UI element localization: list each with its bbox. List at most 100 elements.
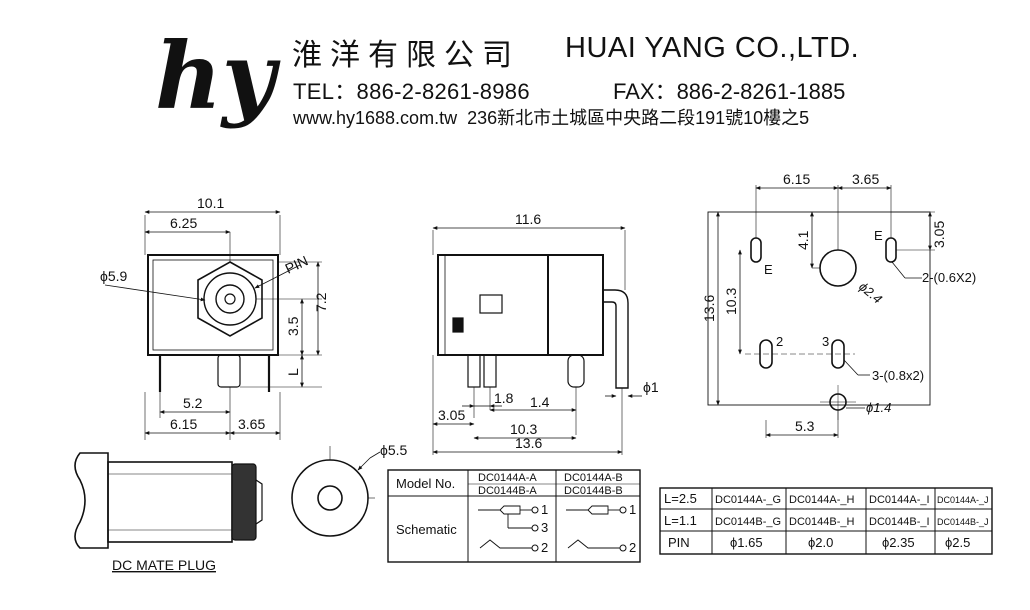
model-b-top: DC0144A-B <box>564 472 623 484</box>
model-a-bottom: DC0144B-A <box>478 485 537 497</box>
website-address: www.hy1688.com.tw 236新北市土城區中央路二段191號10樓之… <box>293 108 810 128</box>
pin-table-cell: ϕ1.65 <box>730 535 763 550</box>
front-dim-height: 7.2 <box>313 292 329 312</box>
pin-table-border <box>659 487 993 555</box>
pcb-dim-bottom-span: 5.3 <box>795 418 815 434</box>
model-a-top: DC0144A-A <box>478 472 537 484</box>
side-pin-c <box>567 354 585 388</box>
pin-table-cell: ϕ2.5 <box>945 535 970 550</box>
front-label-pin: PIN <box>283 252 311 276</box>
side-dim-span: 10.3 <box>510 421 537 437</box>
schematic-b-pin-2: 2 <box>629 540 636 555</box>
side-dim-overall-length: 11.6 <box>515 211 541 227</box>
side-view <box>432 226 642 455</box>
front-body-inner <box>152 259 274 351</box>
plug-cap <box>74 452 109 549</box>
front-pin-center <box>217 354 241 388</box>
plug-face-outer <box>291 459 369 537</box>
side-marker <box>452 317 464 333</box>
company-logo: hy <box>155 22 281 130</box>
side-dim-front-offset: 3.05 <box>438 407 465 423</box>
pcb-slot-E-right <box>885 237 897 263</box>
pin-table-cell: DC0144B-_H <box>789 516 854 528</box>
pcb-center-hole <box>819 249 857 287</box>
pcb-dim-left-outer: 13.6 <box>701 295 717 322</box>
side-dim-pin-gap: 1.4 <box>530 394 550 410</box>
pin-table-cells: L=2.5 DC0144A-_G DC0144A-_H DC0144A-_I D… <box>664 491 989 550</box>
pcb-dim-top-b: 3.65 <box>852 171 879 187</box>
schematic-b-pin-1: 1 <box>629 502 636 517</box>
pcb-label-E-right: E <box>874 228 883 243</box>
header: 淮洋有限公司 HUAI YANG CO.,LTD. TEL：886-2-8261… <box>0 0 1030 135</box>
side-body-left <box>437 254 549 356</box>
front-view-labels: 10.1 6.25 ϕ5.9 PIN 7.2 3.5 L 5.2 6.15 3.… <box>100 195 329 432</box>
side-pin-b <box>483 354 497 388</box>
pcb-dim-hole-offset: 4.1 <box>795 230 811 250</box>
telephone: TEL：886-2-8261-8986 <box>293 79 530 104</box>
company-name-chinese: 淮洋有限公司 <box>292 38 520 73</box>
pcb-pin-label-2: 2 <box>776 334 783 349</box>
pin-table-cell: DC0144A-_J <box>937 495 989 505</box>
pcb-slot-note-bottom: 3-(0.8x2) <box>872 368 924 383</box>
side-dim-pin-dia: ϕ1 <box>643 379 659 395</box>
front-center-pin <box>224 293 236 305</box>
model-b-bottom: DC0144B-B <box>564 485 623 497</box>
front-nut <box>197 261 263 337</box>
pin-table-cell: DC0144A-_I <box>869 494 930 506</box>
side-latch <box>479 294 503 314</box>
mate-plug-outer-dia: ϕ5.5 <box>380 442 408 458</box>
side-body-right <box>547 254 604 356</box>
plug-knurl <box>231 463 257 541</box>
plug-face-inner <box>317 485 343 511</box>
company-name-english: HUAI YANG CO.,LTD. <box>565 32 860 64</box>
schematic-a-pin-3: 3 <box>541 520 548 535</box>
pin-table-cell: L=2.5 <box>664 491 697 506</box>
pcb-dim-top-a: 6.15 <box>783 171 810 187</box>
pcb-dim-left-inner: 10.3 <box>723 288 739 315</box>
model-table-border <box>387 469 641 563</box>
model-table-row-label: Schematic <box>396 522 457 537</box>
pcb-outline <box>707 211 931 406</box>
front-body-outline <box>147 254 279 356</box>
front-dim-top-offset: 6.25 <box>170 215 197 231</box>
pin-table-cell: DC0144A-_H <box>789 494 854 506</box>
pin-table-cell: ϕ2.35 <box>882 535 915 550</box>
model-table <box>387 469 641 563</box>
side-view-labels: 11.6 1.8 1.4 3.05 ϕ1 10.3 13.6 <box>438 211 659 451</box>
front-dim-center-height: 3.5 <box>285 316 301 336</box>
front-dim-L: L <box>285 368 301 376</box>
pin-table-cell: PIN <box>668 535 690 550</box>
fax: FAX：886-2-8261-1885 <box>613 79 846 104</box>
schematic-a-pin-2: 2 <box>541 540 548 555</box>
side-dim-total: 13.6 <box>515 435 542 451</box>
side-pin-a <box>467 354 481 388</box>
pcb-layout <box>707 185 935 438</box>
logo-text: hy <box>155 22 281 130</box>
pin-table-cell: DC0144B-_G <box>715 516 781 528</box>
side-dim-pin-offset: 1.8 <box>494 390 514 406</box>
side-bent-pin <box>603 289 629 389</box>
front-dim-bottom-c: 3.65 <box>238 416 265 432</box>
model-table-labels: Model No. DC0144A-A DC0144B-A DC0144A-B … <box>396 472 636 555</box>
pin-table-cell: DC0144B-_I <box>869 516 930 528</box>
front-dim-overall-width: 10.1 <box>197 195 224 211</box>
pcb-dim-bottom-hole: ϕ1.4 <box>866 400 891 415</box>
front-jack-ring <box>203 272 257 326</box>
mate-plug-front <box>291 446 381 537</box>
pcb-layout-labels: 6.15 3.65 3.05 4.1 10.3 13.6 E E ϕ2.4 2-… <box>701 171 976 434</box>
mate-plug-label: DC MATE PLUG <box>112 557 216 573</box>
pcb-slot-note-top: 2-(0.6X2) <box>922 270 976 285</box>
pcb-pin-label-3: 3 <box>822 334 829 349</box>
pcb-dim-right-vertical: 3.05 <box>931 221 947 248</box>
front-jack-hole <box>215 284 245 314</box>
pcb-dim-center-hole: ϕ2.4 <box>856 279 885 307</box>
front-dim-hole-dia: ϕ5.9 <box>100 268 128 284</box>
front-dim-bottom-b: 6.15 <box>170 416 197 432</box>
pin-table-cell: DC0144A-_G <box>715 494 781 506</box>
pin-table-cell: L=1.1 <box>664 513 697 528</box>
pin-table-cell: DC0144B-_J <box>937 517 989 527</box>
model-table-header: Model No. <box>396 476 455 491</box>
pcb-slot-E-left <box>750 237 762 263</box>
